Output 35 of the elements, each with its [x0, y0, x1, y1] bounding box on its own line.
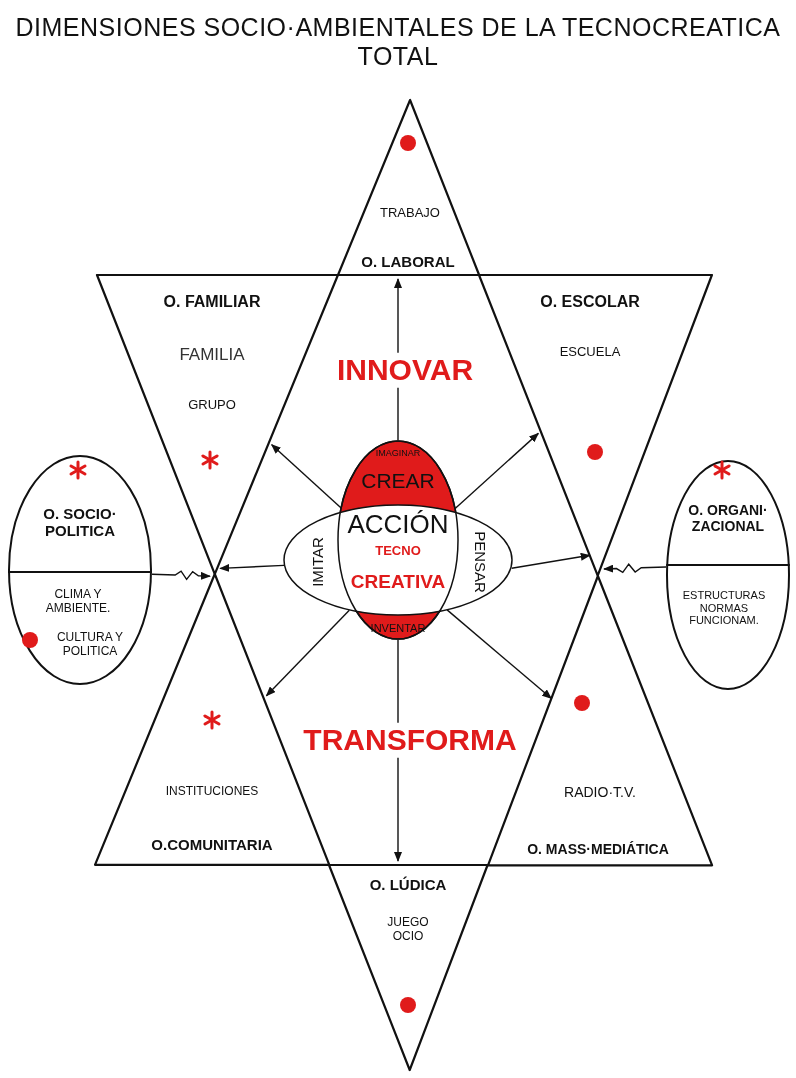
word-label: CREAR — [360, 468, 436, 494]
body-text: ESCUELA — [558, 344, 622, 360]
sector-heading: O. LABORAL — [360, 253, 456, 271]
body-text: JUEGO OCIO — [386, 916, 430, 944]
oval-heading: O. ORGANI· ZACIONAL — [687, 501, 769, 535]
sector-heading: O. ESCOLAR — [539, 292, 641, 312]
oval-heading: O. SOCIO· POLITICA — [42, 504, 118, 540]
body-text: ESTRUCTURAS NORMAS FUNCIONAM. — [681, 589, 767, 627]
body-text: INSTITUCIONES — [164, 785, 260, 799]
word-label: PENSAR — [471, 530, 489, 595]
body-text: TRABAJO — [379, 205, 441, 221]
body-text: RADIO·T.V. — [563, 783, 637, 801]
sector-heading: O. MASS·MEDIÁTICA — [526, 840, 670, 858]
arrow — [454, 432, 540, 510]
arrow — [446, 609, 552, 700]
arrow — [219, 563, 285, 572]
arrow — [151, 570, 211, 581]
body-text: CULTURA Y POLITICA — [55, 631, 125, 659]
word-label: INVENTAR — [369, 621, 427, 635]
word-label: IMAGINAR — [374, 447, 422, 459]
sector-heading: O. FAMILIAR — [162, 292, 262, 312]
sector-heading: O. LÚDICA — [368, 876, 448, 894]
arrow — [603, 563, 667, 574]
word-label: CREATIVA — [349, 571, 447, 593]
arrow — [270, 444, 342, 509]
body-text: GRUPO — [187, 397, 237, 413]
word-label: TECNO — [374, 543, 422, 559]
arrow — [511, 552, 591, 569]
arrow — [265, 609, 350, 697]
title: DIMENSIONES SOCIO·AMBIENTALES DE LA TECNOCREATICA TOTAL — [14, 13, 782, 71]
body-text: CLIMA Y AMBIENTE. — [44, 588, 112, 616]
sector-heading: O.COMUNITARIA — [150, 836, 274, 854]
word-label: ACCIÓN — [346, 510, 450, 540]
body-text: FAMILIA — [178, 345, 246, 365]
word-label: IMITAR — [309, 536, 327, 589]
